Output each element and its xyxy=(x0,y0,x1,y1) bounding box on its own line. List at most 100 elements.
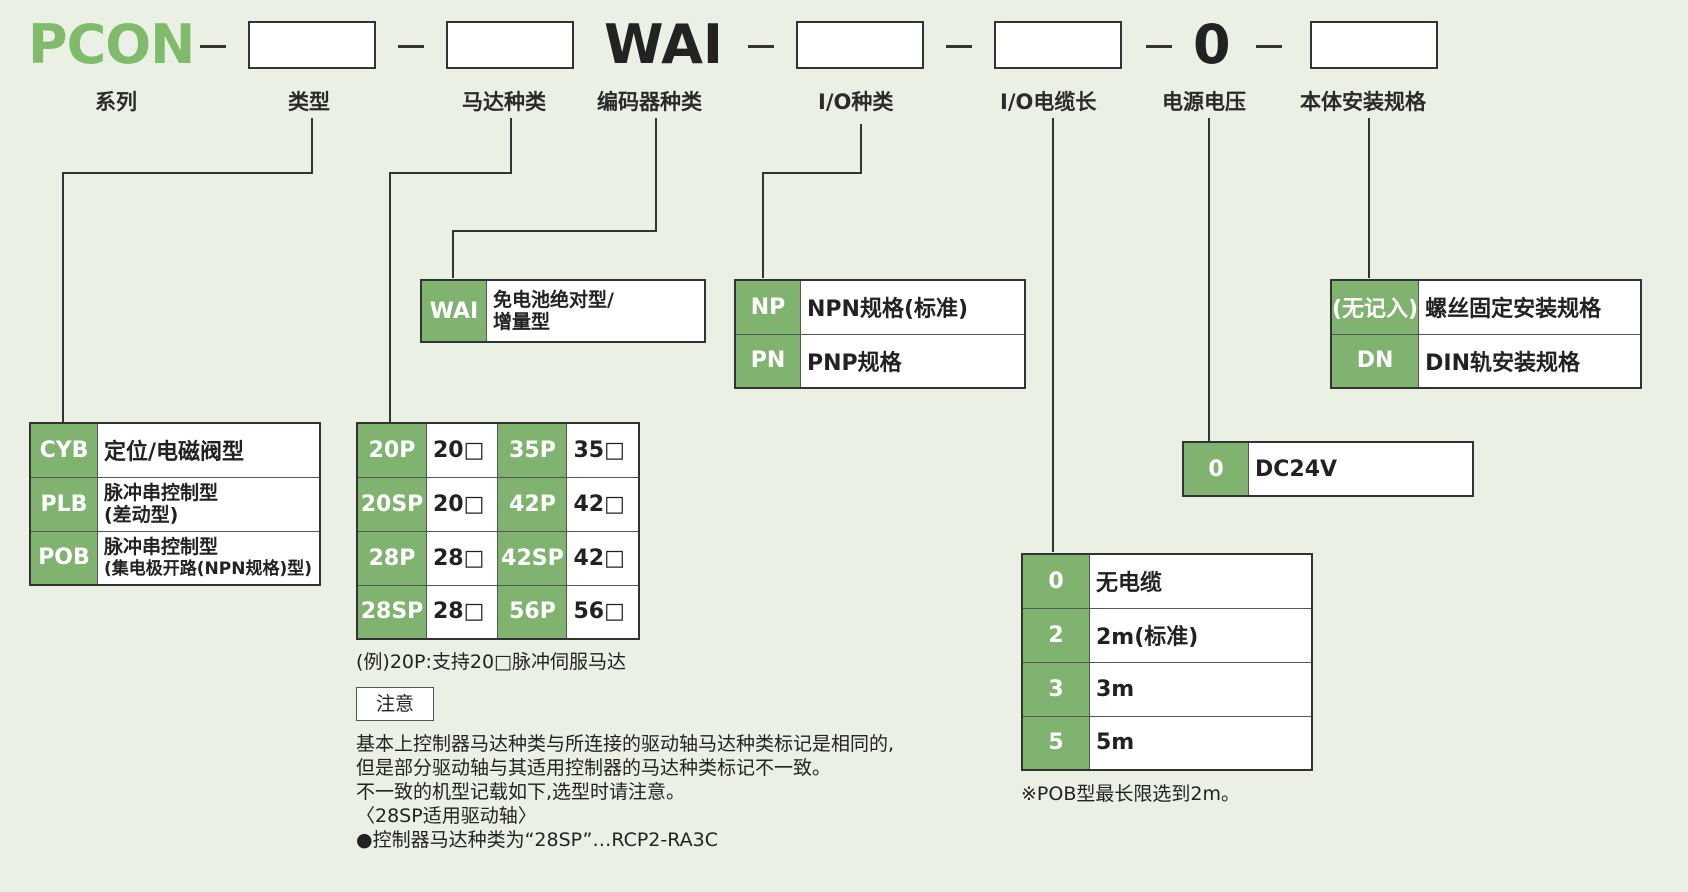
table-row: NP NPN规格(标准) xyxy=(734,279,1026,335)
type-code: POB xyxy=(29,530,98,586)
power-code: 0 xyxy=(1182,441,1249,497)
encoder-desc-sub: 增量型 xyxy=(493,311,551,333)
table-row: DN DIN轨安装规格 xyxy=(1330,333,1642,389)
separator-dash xyxy=(946,45,972,48)
motor-code: 28P xyxy=(356,530,427,586)
cable-desc: 2m(标准) xyxy=(1089,607,1313,663)
mount-desc: 螺丝固定安装规格 xyxy=(1418,279,1642,335)
label-motor: 马达种类 xyxy=(462,90,546,114)
label-series: 系列 xyxy=(95,90,137,114)
type-desc: 定位/电磁阀型 xyxy=(97,422,321,478)
series-code: PCON xyxy=(28,13,195,76)
table-row: CYB 定位/电磁阀型 xyxy=(29,422,321,478)
io-slot xyxy=(796,21,924,69)
connector-line xyxy=(860,124,862,174)
motor-size: 35□ xyxy=(566,422,640,478)
table-row: PLB 脉冲串控制型(差动型) xyxy=(29,476,321,532)
connector-line xyxy=(62,172,64,422)
table-row: 28SP 28□ 56P 56□ xyxy=(356,584,640,640)
connector-line xyxy=(762,172,862,174)
motor-code: 28SP xyxy=(356,584,427,640)
encoder-code-cell: WAI xyxy=(420,279,487,343)
table-row: 2 2m(标准) xyxy=(1021,607,1313,663)
motor-size: 20□ xyxy=(425,476,499,532)
table-row: 0 DC24V xyxy=(1182,441,1474,497)
label-cable: I/O电缆长 xyxy=(1000,90,1097,114)
table-row: 5 5m xyxy=(1021,715,1313,771)
motor-code: 42P xyxy=(497,476,568,532)
connector-line xyxy=(762,172,764,278)
table-row: WAI 免电池绝对型/增量型 xyxy=(420,279,706,343)
note-line: 基本上控制器马达种类与所连接的驱动轴马达种类标记是相同的, xyxy=(356,733,895,755)
io-code: PN xyxy=(734,333,801,389)
mount-code: (无记入) xyxy=(1330,279,1420,335)
motor-size: 42□ xyxy=(566,476,640,532)
table-row: 20SP 20□ 42P 42□ xyxy=(356,476,640,532)
connector-line xyxy=(311,118,313,174)
motor-code: 20P xyxy=(356,422,427,478)
table-row: (无记入) 螺丝固定安装规格 xyxy=(1330,279,1642,335)
separator-dash xyxy=(398,45,424,48)
power-desc: DC24V xyxy=(1248,441,1474,497)
cable-slot xyxy=(994,21,1122,69)
motor-size: 28□ xyxy=(425,530,499,586)
type-slot xyxy=(248,21,376,69)
connector-line xyxy=(389,172,512,174)
encoder-desc: 免电池绝对型/ xyxy=(493,289,614,311)
connector-line xyxy=(1368,118,1370,278)
separator-dash xyxy=(1146,45,1172,48)
table-row: 20P 20□ 35P 35□ xyxy=(356,422,640,478)
label-io: I/O种类 xyxy=(818,90,894,114)
type-options-table: CYB 定位/电磁阀型 PLB 脉冲串控制型(差动型) POB 脉冲串控制型(集… xyxy=(29,422,321,586)
io-code: NP xyxy=(734,279,801,335)
encoder-options-table: WAI 免电池绝对型/增量型 xyxy=(420,279,706,343)
label-type: 类型 xyxy=(288,90,330,114)
connector-line xyxy=(655,118,657,232)
table-row: 0 无电缆 xyxy=(1021,553,1313,609)
separator-dash xyxy=(748,45,774,48)
cable-options-table: 0 无电缆 2 2m(标准) 3 3m 5 5m xyxy=(1021,553,1313,771)
io-desc: NPN规格(标准) xyxy=(800,279,1026,335)
motor-options-table: 20P 20□ 35P 35□ 20SP 20□ 42P 42□ 28P 28□… xyxy=(356,422,640,640)
encoder-code: WAI xyxy=(604,13,724,76)
mount-slot xyxy=(1310,21,1438,69)
motor-code: 56P xyxy=(497,584,568,640)
connector-line xyxy=(510,118,512,174)
cable-code: 0 xyxy=(1021,553,1090,609)
type-code: PLB xyxy=(29,476,98,532)
connector-line xyxy=(452,230,454,278)
cable-desc: 5m xyxy=(1089,715,1313,771)
motor-size: 42□ xyxy=(566,530,640,586)
io-options-table: NP NPN规格(标准) PN PNP规格 xyxy=(734,279,1026,389)
note-line: ●控制器马达种类为“28SP”…RCP2-RA3C xyxy=(356,829,719,851)
motor-example: (例)20P:支持20□脉冲伺服马达 xyxy=(356,651,626,673)
type-desc-sub: (差动型) xyxy=(104,504,179,526)
motor-code: 35P xyxy=(497,422,568,478)
motor-size: 28□ xyxy=(425,584,499,640)
note-line: 但是部分驱动轴与其适用控制器的马达种类标记不一致。 xyxy=(356,757,832,779)
cable-code: 5 xyxy=(1021,715,1090,771)
type-desc: 脉冲串控制型 xyxy=(104,482,219,504)
connector-line xyxy=(1208,118,1210,442)
motor-code: 20SP xyxy=(356,476,427,532)
connector-line xyxy=(389,172,391,422)
table-row: POB 脉冲串控制型(集电极开路(NPN规格)型) xyxy=(29,530,321,586)
connector-line xyxy=(62,172,313,174)
cable-code: 3 xyxy=(1021,661,1090,717)
table-row: 3 3m xyxy=(1021,661,1313,717)
cable-desc: 3m xyxy=(1089,661,1313,717)
connector-line xyxy=(452,230,657,232)
mount-code: DN xyxy=(1330,333,1420,389)
label-encoder: 编码器种类 xyxy=(597,90,702,114)
type-desc: 脉冲串控制型 xyxy=(104,535,219,558)
mount-options-table: (无记入) 螺丝固定安装规格 DN DIN轨安装规格 xyxy=(1330,279,1642,389)
separator-dash xyxy=(1256,45,1282,48)
motor-slot xyxy=(446,21,574,69)
voltage-code: 0 xyxy=(1193,13,1231,76)
type-code: CYB xyxy=(29,422,98,478)
note-line: 不一致的机型记载如下,选型时请注意。 xyxy=(356,781,686,803)
io-desc: PNP规格 xyxy=(800,333,1026,389)
table-row: PN PNP规格 xyxy=(734,333,1026,389)
motor-code: 42SP xyxy=(497,530,568,586)
label-mount: 本体安装规格 xyxy=(1300,90,1426,114)
